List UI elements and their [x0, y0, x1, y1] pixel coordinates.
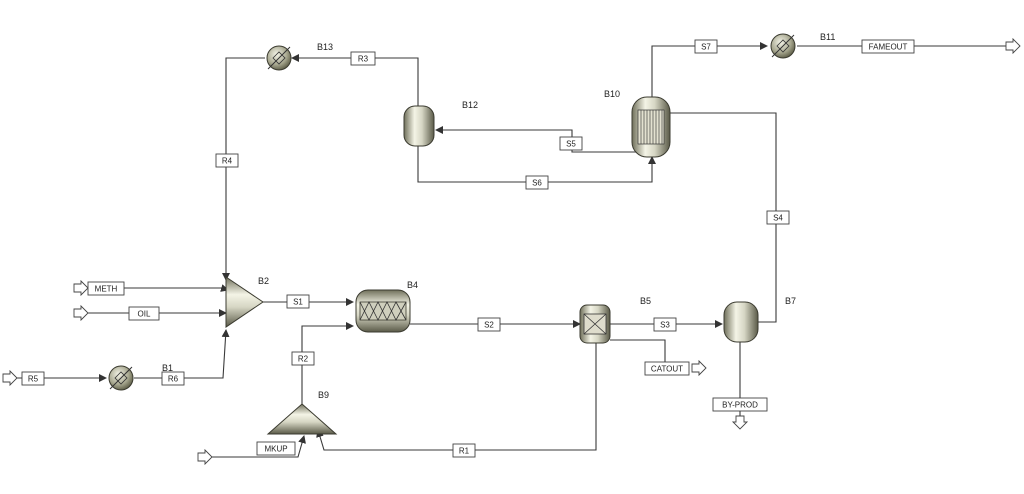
stream-tag-r2[interactable]: R2 — [291, 351, 315, 366]
stream-r3-line — [291, 54, 419, 106]
cooler-b11-icon[interactable] — [770, 33, 796, 59]
drum-b12-icon[interactable] — [403, 105, 435, 147]
block-label-b10: B10 — [604, 89, 620, 99]
svg-text:OIL: OIL — [138, 310, 151, 319]
svg-text:S6: S6 — [532, 179, 542, 188]
block-label-b4: B4 — [407, 280, 418, 290]
heater-b1-icon[interactable] — [108, 365, 134, 391]
svg-text:R4: R4 — [222, 157, 233, 166]
block-label-b12: B12 — [462, 100, 478, 110]
splitter-b9-icon[interactable] — [266, 403, 338, 435]
flash-drum-b7-icon[interactable] — [723, 301, 759, 343]
svg-text:S7: S7 — [701, 43, 711, 52]
stream-tag-r6[interactable]: R6 — [161, 371, 185, 386]
stream-tag-s5[interactable]: S5 — [559, 136, 583, 151]
stream-tag-oil[interactable]: OIL — [128, 306, 160, 321]
stream-meth-line — [116, 284, 229, 292]
stream-lines — [16, 42, 1012, 458]
stream-tag-r3[interactable]: R3 — [350, 51, 376, 66]
stream-tag-fameout[interactable]: FAMEOUT — [861, 39, 915, 54]
stream-tag-meth[interactable]: METH — [87, 281, 125, 296]
mkup-feed-arrow — [197, 448, 213, 466]
stream-r2-line — [301, 322, 354, 406]
stream-tag-r4[interactable]: R4 — [215, 153, 239, 168]
stream-s5-line — [435, 126, 638, 153]
stream-s7-line — [651, 42, 768, 97]
block-label-b9: B9 — [318, 390, 329, 400]
stream-s4-line — [657, 109, 777, 323]
stream-tag-r5[interactable]: R5 — [21, 371, 45, 386]
stream-tag-s2[interactable]: S2 — [477, 317, 501, 332]
svg-text:R3: R3 — [358, 55, 369, 64]
svg-text:MKUP: MKUP — [264, 445, 287, 454]
stream-tag-s6[interactable]: S6 — [525, 175, 549, 190]
svg-text:BY-PROD: BY-PROD — [722, 401, 758, 410]
svg-text:S4: S4 — [773, 214, 783, 223]
stream-r4-line — [222, 57, 265, 281]
block-label-b7: B7 — [785, 296, 796, 306]
svg-text:FAMEOUT: FAMEOUT — [869, 43, 908, 52]
fameout-product-arrow — [1005, 37, 1021, 55]
byprod-product-arrow — [731, 415, 749, 430]
svg-text:R1: R1 — [459, 447, 470, 456]
stream-tag-s1[interactable]: S1 — [286, 294, 310, 309]
mixer-b2-icon[interactable] — [225, 276, 264, 328]
svg-text:R2: R2 — [298, 355, 309, 364]
reactor-b4-icon[interactable] — [355, 289, 411, 333]
block-labels: B13 B11 B12 B10 B2 B4 B5 B7 B1 B9 — [162, 32, 835, 400]
stream-tag-r1[interactable]: R1 — [452, 443, 476, 458]
svg-text:CATOUT: CATOUT — [651, 365, 683, 374]
r5-feed-arrow — [2, 369, 18, 387]
oil-feed-arrow — [73, 304, 89, 322]
stream-tag-byprod[interactable]: BY-PROD — [712, 397, 768, 412]
stream-mkup-line — [210, 435, 306, 458]
separator-b5-icon[interactable] — [579, 304, 611, 344]
svg-text:S3: S3 — [660, 321, 670, 330]
block-label-b1: B1 — [162, 363, 173, 373]
cooler-b13-icon[interactable] — [266, 45, 292, 71]
svg-text:R5: R5 — [28, 375, 39, 384]
meth-feed-arrow — [73, 279, 89, 297]
svg-text:S5: S5 — [566, 140, 576, 149]
port-arrows — [2, 37, 1021, 466]
svg-text:R6: R6 — [168, 375, 179, 384]
block-label-b5: B5 — [640, 296, 651, 306]
stream-tag-catout[interactable]: CATOUT — [644, 361, 690, 376]
stream-tag-s7[interactable]: S7 — [694, 39, 718, 54]
stream-labels: METH OIL R5 R6 R4 R3 S1 S2 — [21, 39, 915, 458]
stream-tag-s4[interactable]: S4 — [766, 210, 790, 225]
stream-r1-line — [316, 340, 597, 451]
svg-text:S2: S2 — [484, 321, 494, 330]
block-label-b13: B13 — [317, 42, 333, 52]
catout-product-arrow — [691, 359, 707, 377]
stream-r6-line — [134, 329, 230, 379]
block-label-b2: B2 — [258, 276, 269, 286]
block-label-b11: B11 — [820, 32, 835, 42]
svg-text:METH: METH — [95, 285, 118, 294]
stream-tag-s3[interactable]: S3 — [653, 317, 677, 332]
stream-tag-mkup[interactable]: MKUP — [256, 441, 296, 456]
column-b10-icon[interactable] — [631, 96, 671, 158]
svg-text:S1: S1 — [293, 298, 303, 307]
stream-catout-line — [610, 339, 666, 362]
